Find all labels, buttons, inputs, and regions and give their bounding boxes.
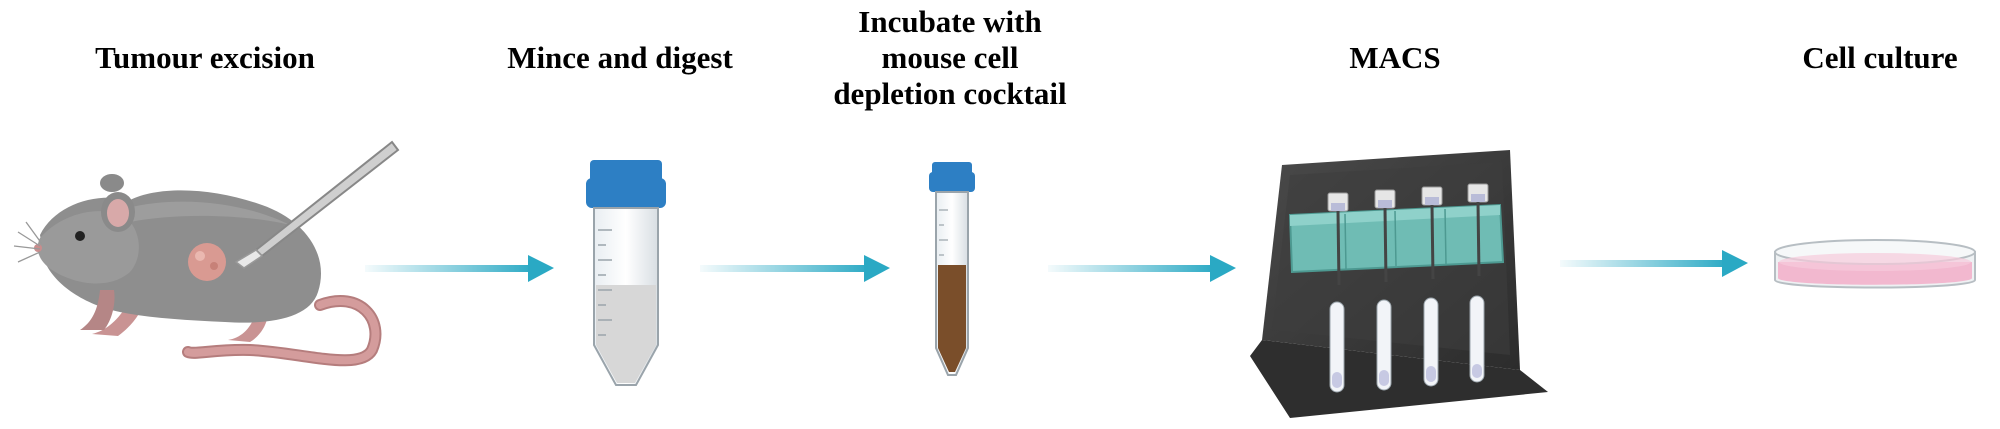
- falcon-tube-50ml: [586, 160, 666, 386]
- step-label-mince-digest: Mince and digest: [470, 40, 770, 76]
- macs-magnet: [1288, 203, 1505, 274]
- arrow-2: [700, 255, 890, 282]
- arrow-4: [1560, 250, 1748, 277]
- macs-columns: [1327, 183, 1489, 286]
- step-label-incubate: Incubate with mouse cell depletion cockt…: [800, 4, 1100, 112]
- step-label-text: Cell culture: [1802, 40, 1958, 75]
- collection-tubes: [1329, 295, 1485, 393]
- scalpel-icon: [234, 140, 400, 269]
- step-label-tumour-excision: Tumour excision: [60, 40, 350, 76]
- step-label-cell-culture: Cell culture: [1770, 40, 1990, 76]
- mouse-illustration: [13, 140, 400, 367]
- step-label-line-3: depletion cocktail: [833, 76, 1067, 111]
- step-label-text: MACS: [1349, 40, 1441, 75]
- macs-separator-rack: [1250, 150, 1548, 418]
- step-label-text: Mince and digest: [507, 40, 733, 75]
- arrow-3: [1048, 255, 1236, 282]
- step-label-line-2: mouse cell: [881, 40, 1019, 75]
- step-label-text: Tumour excision: [95, 40, 315, 75]
- step-label-macs: MACS: [1295, 40, 1495, 76]
- falcon-tube-15ml: [929, 162, 975, 376]
- step-label-line-1: Incubate with: [858, 4, 1042, 39]
- arrow-1: [365, 255, 554, 282]
- petri-dish: [1774, 239, 1976, 289]
